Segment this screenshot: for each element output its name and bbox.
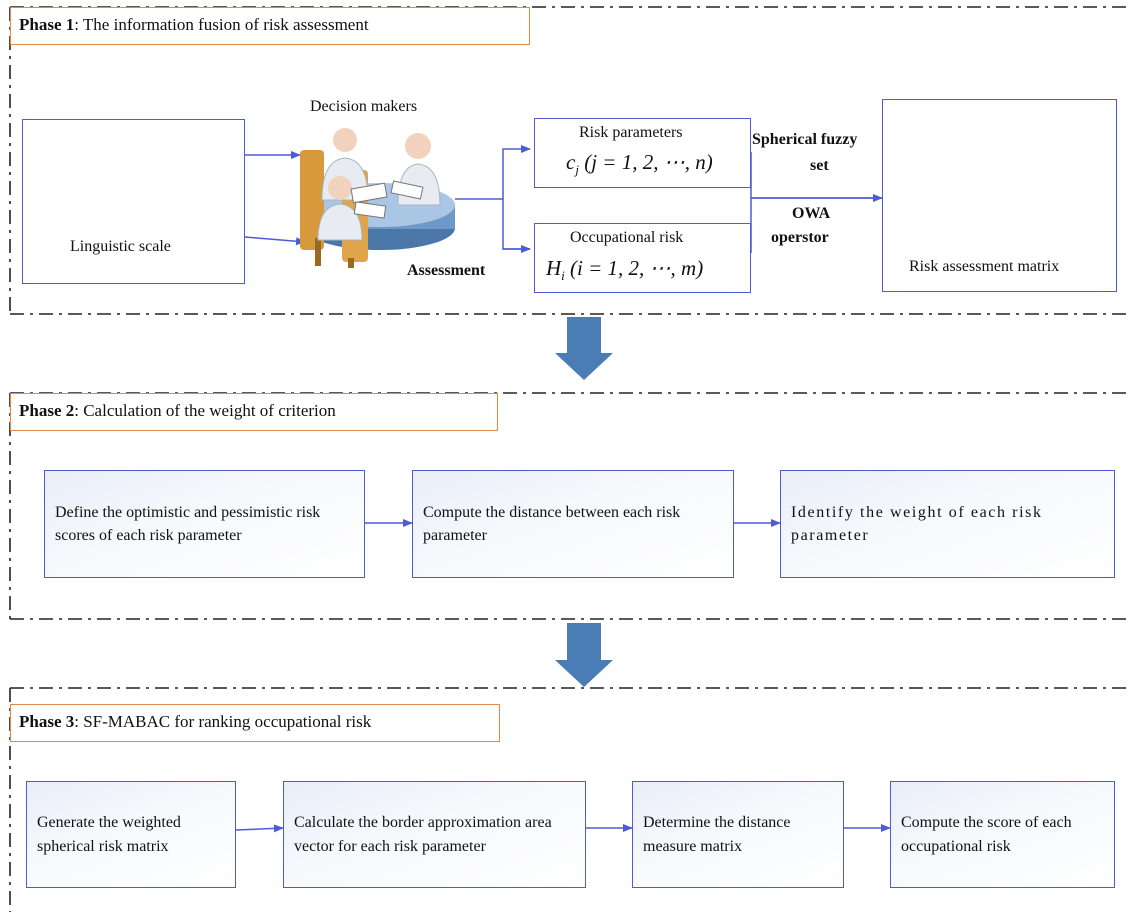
occupational-risk-formula: Hi (i = 1, 2, ⋯, m)	[546, 256, 703, 284]
risk-parameters-label: Risk parameters	[579, 124, 683, 141]
risk-assessment-matrix-box	[882, 99, 1117, 292]
phase3-step-1-text: Generate the weighted spherical risk mat…	[37, 814, 181, 855]
assessment-label: Assessment	[407, 262, 486, 279]
phase3-step-4: Compute the score of each occupational r…	[890, 781, 1115, 888]
risk-parameters-formula-sub: j	[575, 162, 579, 178]
phase1-label: Phase 1: The information fusion of risk …	[10, 7, 530, 45]
spherical-fuzzy-label-line1: Spherical fuzzy	[752, 131, 858, 148]
phase2-step-2-text: Compute the distance between each risk p…	[423, 503, 681, 544]
occupational-risk-box	[534, 223, 751, 293]
occupational-risk-label: Occupational risk	[570, 229, 684, 246]
phase3-label-text: : SF-MABAC for ranking occupational risk	[74, 712, 372, 731]
phase1-label-text: : The information fusion of risk assessm…	[74, 15, 369, 34]
phase3-step-4-text: Compute the score of each occupational r…	[901, 814, 1072, 855]
phase3-step-3: Determine the distance measure matrix	[632, 781, 844, 888]
big-arrow-1-2	[555, 317, 613, 380]
phase2-step-3: Identify the weight of each risk paramet…	[780, 470, 1115, 578]
risk-assessment-matrix-label: Risk assessment matrix	[909, 258, 1060, 275]
phase3-step-3-text: Determine the distance measure matrix	[643, 814, 791, 855]
linguistic-scale-box	[22, 119, 245, 284]
occupational-risk-formula-body: (i = 1, 2, ⋯, m)	[570, 256, 704, 280]
owa-label-line2: operstor	[771, 229, 829, 246]
risk-parameters-formula-body: (j = 1, 2, ⋯, n)	[584, 150, 713, 174]
decision-makers-label: Decision makers	[310, 98, 418, 115]
phase2-step-2: Compute the distance between each risk p…	[412, 470, 734, 578]
decision-makers-meeting-icon	[300, 128, 455, 268]
phase3-step-2-text: Calculate the border approximation area …	[294, 814, 552, 855]
phase3-step-1: Generate the weighted spherical risk mat…	[26, 781, 236, 888]
occupational-risk-formula-sub: i	[561, 268, 565, 284]
owa-label-line1: OWA	[792, 205, 831, 222]
risk-parameters-formula: cj (j = 1, 2, ⋯, n)	[566, 150, 713, 178]
risk-parameters-formula-var: c	[566, 150, 576, 174]
phase1-label-bold: Phase 1	[19, 15, 75, 34]
phase3-label: Phase 3: SF-MABAC for ranking occupation…	[10, 704, 500, 742]
phase2-label: Phase 2: Calculation of the weight of cr…	[10, 393, 498, 431]
big-arrow-2-3	[555, 623, 613, 687]
phase2-label-bold: Phase 2	[19, 401, 75, 420]
spherical-fuzzy-label-line2: set	[810, 157, 829, 174]
phase3-label-bold: Phase 3	[19, 712, 75, 731]
phase2-step-1-text: Define the optimistic and pessimistic ri…	[55, 503, 321, 544]
phase3-step-2: Calculate the border approximation area …	[283, 781, 586, 888]
linguistic-scale-label: Linguistic scale	[70, 238, 171, 255]
phase2-step-3-text: Identify the weight of each risk paramet…	[791, 503, 1043, 544]
occupational-risk-formula-var: H	[546, 256, 562, 280]
phase2-step-1: Define the optimistic and pessimistic ri…	[44, 470, 365, 578]
risk-parameters-box	[534, 118, 751, 188]
phase2-label-text: : Calculation of the weight of criterion	[74, 401, 336, 420]
